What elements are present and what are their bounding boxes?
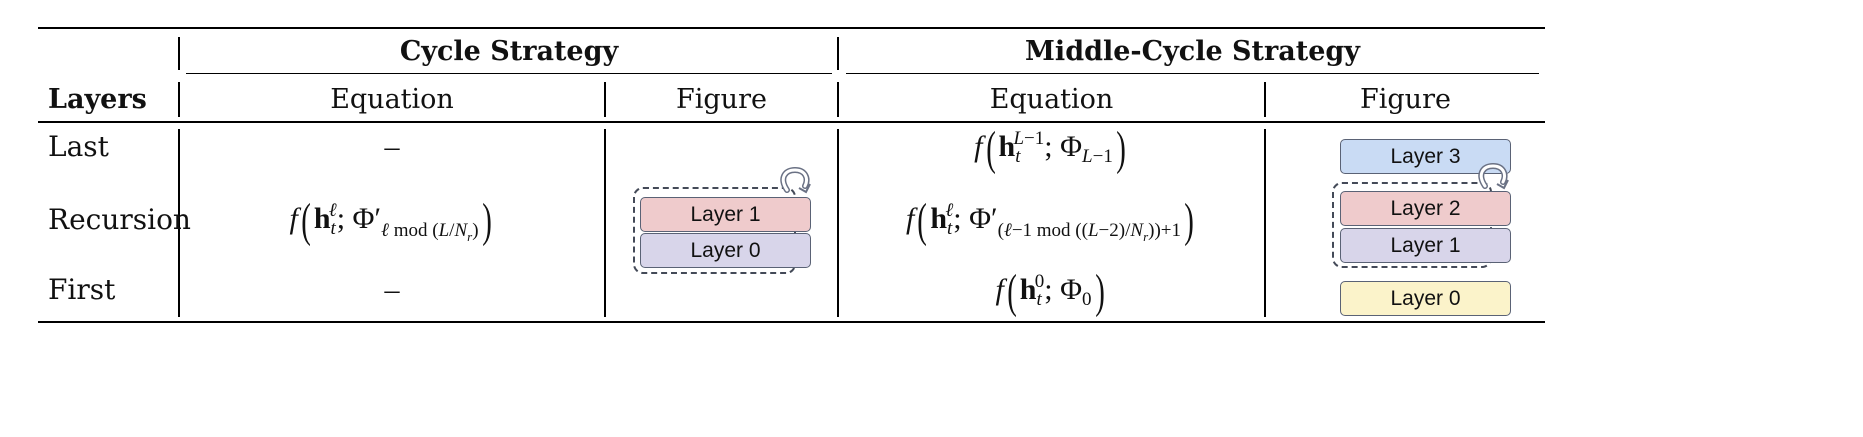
cycle-equation-header: Equation [330,84,454,115]
separator-cycle-middle-body [837,129,839,317]
row-label-first: First [48,273,116,306]
middle-figure-layer-0: Layer 0 [1340,281,1511,316]
separator-layers-group [178,37,180,70]
cycle-figure-header: Figure [676,84,767,115]
middle-last-equation: f(htL−1; ΦL−1) [974,122,1126,176]
separator-eq-fig-cycle-body [604,129,606,317]
cycle-loop-arrow-icon [780,166,811,194]
separator-layers-header [178,82,180,117]
middle-loop-arrow-icon [1478,162,1509,190]
top-rule [38,27,1545,29]
cycle-first-equation: – [384,273,400,306]
middle-figure-header: Figure [1360,84,1451,115]
separator-cycle-middle-header [837,82,839,117]
middle-group-rule [846,73,1539,74]
cycle-strategy-header: Cycle Strategy [399,36,619,67]
separator-eq-fig-cycle-header [604,82,606,117]
cycle-figure-layer-0: Layer 0 [640,233,811,268]
middle-figure-layer-1: Layer 1 [1340,228,1511,263]
separator-eq-fig-middle-body [1264,129,1266,317]
header-rule [38,121,1545,123]
middle-equation-header: Equation [989,84,1114,115]
cycle-recursion-equation: f(htℓ; Φ′ℓ mod (L/Nr)) [289,194,492,248]
middle-cycle-strategy-header: Middle-Cycle Strategy [1025,36,1360,67]
cycle-group-rule [186,73,832,74]
middle-first-equation: f(ht0; Φ0) [995,265,1105,319]
cycle-last-equation: – [384,130,400,163]
bottom-rule [38,321,1545,323]
row-label-last: Last [48,130,109,163]
separator-cycle-middle-group [837,37,839,70]
separator-eq-fig-middle-header [1264,82,1266,117]
middle-figure-layer-2: Layer 2 [1340,191,1511,226]
cycle-figure-layer-1: Layer 1 [640,197,811,232]
layers-column-header: Layers [48,84,147,115]
row-label-recursion: Recursion [48,203,191,236]
separator-layers-body [178,129,180,317]
middle-recursion-equation: f(htℓ; Φ′(ℓ−1 mod ((L−2)/Nr))+1) [906,194,1194,248]
